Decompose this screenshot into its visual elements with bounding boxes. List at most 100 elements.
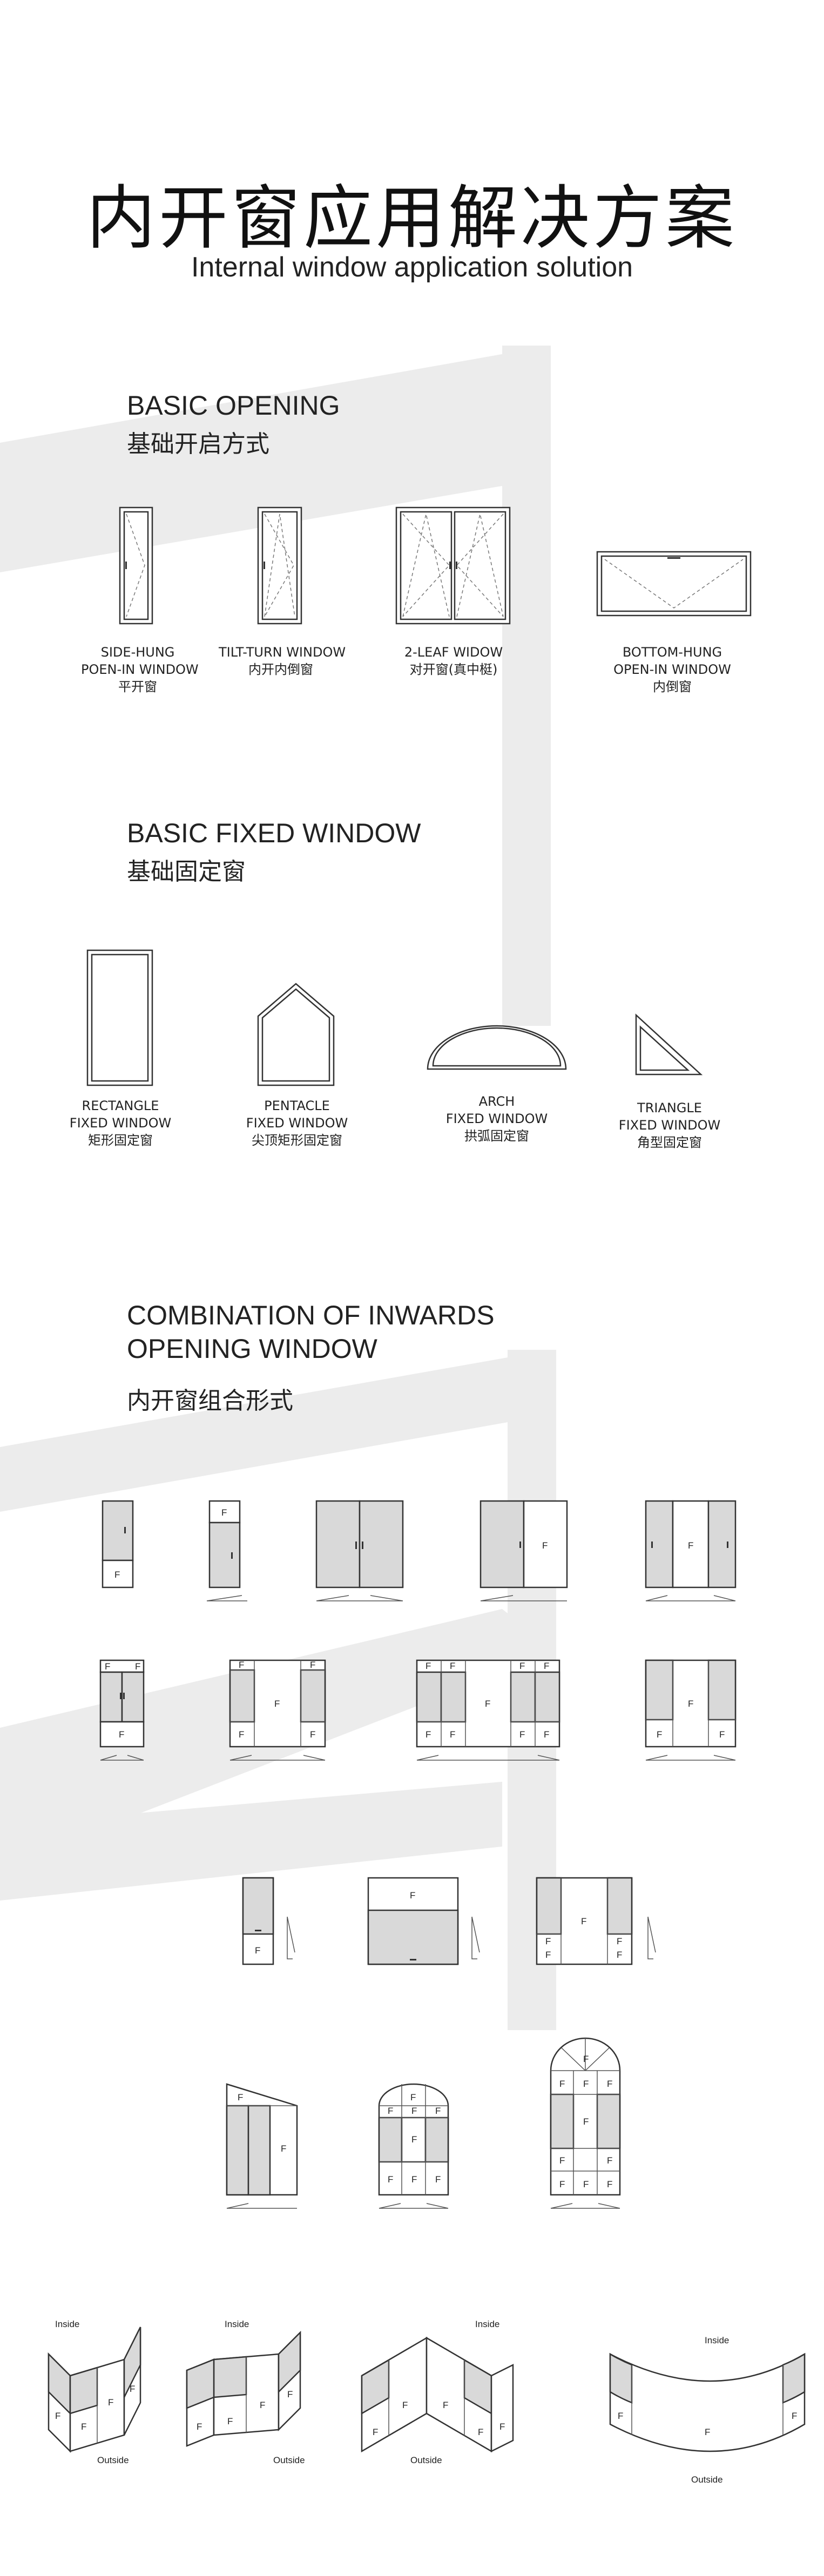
section-subtitle-basic-fixed: 基础固定窗 <box>127 858 246 885</box>
svg-text:F: F <box>450 1729 455 1740</box>
svg-text:F: F <box>411 2106 417 2116</box>
outside-label: Outside <box>97 2455 129 2465</box>
combo-3-1: F <box>242 1877 295 1965</box>
svg-text:F: F <box>130 2384 135 2394</box>
svg-text:F: F <box>239 1660 244 1670</box>
svg-text:F: F <box>542 1540 548 1551</box>
svg-text:F: F <box>119 1729 124 1740</box>
svg-text:F: F <box>688 1699 693 1709</box>
svg-text:F: F <box>373 2427 378 2437</box>
bottom-hung-window-drawing <box>596 551 752 617</box>
svg-text:F: F <box>544 1661 549 1671</box>
svg-text:F: F <box>581 1916 586 1926</box>
svg-text:F: F <box>485 1699 490 1709</box>
svg-text:F: F <box>135 1661 140 1672</box>
svg-text:F: F <box>499 2422 505 2432</box>
svg-text:F: F <box>719 1729 725 1740</box>
svg-text:F: F <box>255 1945 260 1956</box>
svg-text:F: F <box>583 2117 589 2127</box>
svg-text:F: F <box>105 1661 110 1672</box>
svg-text:F: F <box>310 1660 315 1670</box>
svg-text:F: F <box>221 1507 227 1518</box>
svg-text:F: F <box>411 2134 417 2145</box>
svg-text:F: F <box>197 2422 202 2432</box>
combo-1-5: F <box>645 1500 737 1601</box>
svg-text:F: F <box>310 1729 315 1740</box>
svg-text:Outside: Outside <box>273 2455 305 2465</box>
arch-fixed-drawing <box>427 1025 567 1070</box>
svg-text:F: F <box>545 1936 551 1946</box>
section-title-combination-line2: OPENING WINDOW <box>127 1334 377 1364</box>
svg-text:F: F <box>545 1950 551 1960</box>
svg-text:F: F <box>583 2179 589 2189</box>
svg-text:F: F <box>607 2179 612 2189</box>
svg-text:F: F <box>227 2416 233 2426</box>
svg-text:F: F <box>618 2411 623 2421</box>
side-hung-window-drawing <box>119 506 153 625</box>
svg-text:F: F <box>281 2144 286 2154</box>
svg-text:F: F <box>450 1661 455 1671</box>
combo-2-2: F F F F F <box>229 1659 326 1761</box>
combo-4-1: F F <box>226 2083 298 2209</box>
svg-text:F: F <box>402 2400 408 2410</box>
basic-opening-drawings <box>119 506 752 625</box>
svg-text:F: F <box>388 2106 393 2116</box>
combo-1-4: F <box>479 1500 568 1601</box>
svg-text:F: F <box>688 1540 693 1551</box>
svg-text:F: F <box>544 1729 549 1740</box>
svg-text:F: F <box>435 2106 441 2116</box>
pentacle-fixed-drawing <box>257 983 335 1086</box>
svg-text:F: F <box>81 2422 86 2432</box>
section-subtitle-basic-opening: 基础开启方式 <box>127 430 269 458</box>
section-title-basic-fixed: BASIC FIXED WINDOW <box>127 818 421 848</box>
combination-drawings: F F F F F F F <box>48 1500 806 2485</box>
combo-1-2: F <box>206 1500 247 1601</box>
combo-1-3 <box>315 1500 404 1601</box>
svg-text:F: F <box>443 2400 448 2410</box>
svg-text:F: F <box>425 1729 431 1740</box>
section-subtitle-combination: 内开窗组合形式 <box>127 1387 293 1415</box>
two-leaf-window-drawing <box>395 506 511 625</box>
svg-text:F: F <box>559 2179 565 2189</box>
svg-text:F: F <box>435 2174 441 2185</box>
svg-text:F: F <box>238 2092 243 2102</box>
combo-2-1: F F F <box>99 1659 145 1761</box>
combo-5-1: Inside FF FF Outside <box>48 2319 141 2465</box>
svg-text:F: F <box>705 2427 710 2437</box>
fixed-label: F <box>114 1570 120 1580</box>
svg-text:F: F <box>607 2079 612 2089</box>
svg-text:Outside: Outside <box>691 2474 723 2485</box>
svg-text:F: F <box>478 2427 483 2437</box>
page-title-cn: 内开窗应用解决方案 <box>86 178 738 259</box>
combo-3-2: F <box>367 1877 480 1965</box>
page-title-en: Internal window application solution <box>191 252 633 283</box>
svg-text:F: F <box>274 1699 280 1709</box>
section-title-combination-line1: COMBINATION OF INWARDS <box>127 1300 495 1330</box>
tilt-turn-window-drawing <box>257 506 302 625</box>
svg-text:F: F <box>108 2397 113 2408</box>
svg-text:Inside: Inside <box>225 2319 249 2329</box>
svg-text:F: F <box>583 2079 589 2089</box>
combo-5-2: Inside FF FF Outside <box>186 2319 305 2465</box>
svg-text:Outside: Outside <box>410 2455 442 2465</box>
svg-text:F: F <box>410 2092 416 2102</box>
svg-text:F: F <box>425 1661 431 1671</box>
svg-text:F: F <box>519 1729 525 1740</box>
svg-text:F: F <box>239 1729 244 1740</box>
inside-label: Inside <box>55 2319 79 2329</box>
svg-text:F: F <box>388 2174 393 2185</box>
svg-text:F: F <box>260 2400 265 2410</box>
combo-5-4: Inside F F F Outside <box>609 2335 806 2485</box>
svg-text:F: F <box>792 2411 797 2421</box>
svg-text:Inside: Inside <box>705 2335 729 2345</box>
